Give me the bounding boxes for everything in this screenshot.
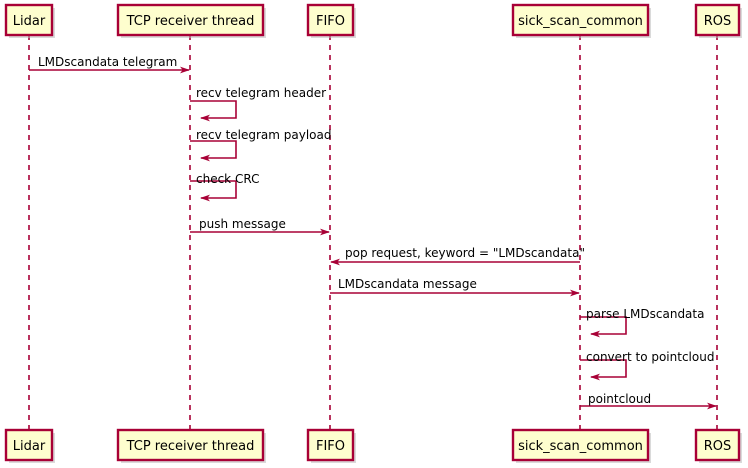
message-label: check CRC — [196, 172, 259, 186]
message-5[interactable]: push message — [190, 217, 330, 236]
participant-label: ROS — [704, 14, 732, 29]
message-label: recv telegram header — [196, 86, 326, 100]
message-7[interactable]: LMDscandata message — [330, 277, 580, 297]
participant-label: Lidar — [13, 439, 46, 454]
message-label: parse LMDscandata — [586, 307, 704, 321]
message-label: push message — [199, 217, 286, 231]
participant-fifo-bottom[interactable]: FIFO — [306, 428, 356, 463]
self-loop-path — [580, 316, 627, 338]
participant-sick_scan_common-top[interactable]: sick_scan_common — [511, 3, 651, 38]
lifelines-group — [28, 35, 718, 430]
self-loop-path — [190, 100, 237, 122]
participant-fifo-top[interactable]: FIFO — [306, 3, 356, 38]
participant-label: Lidar — [13, 14, 46, 29]
self-loop-path — [190, 140, 237, 162]
participant-ros-bottom[interactable]: ROS — [694, 428, 742, 463]
box-rect — [306, 428, 355, 462]
box-rect — [4, 428, 54, 462]
message-1[interactable]: LMDscandata telegram — [29, 55, 190, 74]
message-label: recv telegram payload — [196, 128, 332, 142]
participant-label: FIFO — [316, 14, 345, 29]
participant-tcp_receiver-top[interactable]: TCP receiver thread — [116, 3, 266, 38]
participant-ros-top[interactable]: ROS — [694, 3, 742, 38]
message-label: LMDscandata telegram — [38, 55, 177, 69]
message-4[interactable]: check CRC — [190, 172, 259, 202]
message-2[interactable]: recv telegram header — [190, 86, 326, 122]
box-rect — [4, 3, 54, 37]
box-rect — [694, 3, 741, 37]
participant-label: TCP receiver thread — [126, 439, 255, 454]
message-10[interactable]: pointcloud — [580, 392, 717, 410]
participant-lidar-bottom[interactable]: Lidar — [4, 428, 55, 463]
message-6[interactable]: pop request, keyword = "LMDscandata" — [330, 246, 585, 266]
messages-group: LMDscandata telegram recv telegram header… — [29, 55, 717, 410]
box-rect — [694, 428, 741, 462]
message-label: pop request, keyword = "LMDscandata" — [345, 246, 585, 260]
box-rect — [511, 3, 650, 37]
message-label: LMDscandata message — [338, 277, 477, 291]
participant-sick_scan_common-bottom[interactable]: sick_scan_common — [511, 428, 651, 463]
message-label: convert to pointcloud — [586, 350, 714, 364]
participant-label: ROS — [704, 439, 732, 454]
participant-label: sick_scan_common — [518, 14, 643, 29]
box-rect — [116, 428, 265, 462]
box-rect — [511, 428, 650, 462]
box-rect — [306, 3, 355, 37]
message-8[interactable]: parse LMDscandata — [580, 307, 704, 338]
participant-lidar-top[interactable]: Lidar — [4, 3, 55, 38]
participant-label: FIFO — [316, 439, 345, 454]
self-loop-path — [580, 359, 627, 381]
message-9[interactable]: convert to pointcloud — [580, 350, 714, 381]
participant-tcp_receiver-bottom[interactable]: TCP receiver thread — [116, 428, 266, 463]
participant-label: TCP receiver thread — [126, 14, 255, 29]
box-rect — [116, 3, 265, 37]
self-loop-path — [190, 180, 237, 202]
participant-label: sick_scan_common — [518, 439, 643, 454]
message-3[interactable]: recv telegram payload — [190, 128, 332, 162]
message-label: pointcloud — [588, 392, 651, 406]
